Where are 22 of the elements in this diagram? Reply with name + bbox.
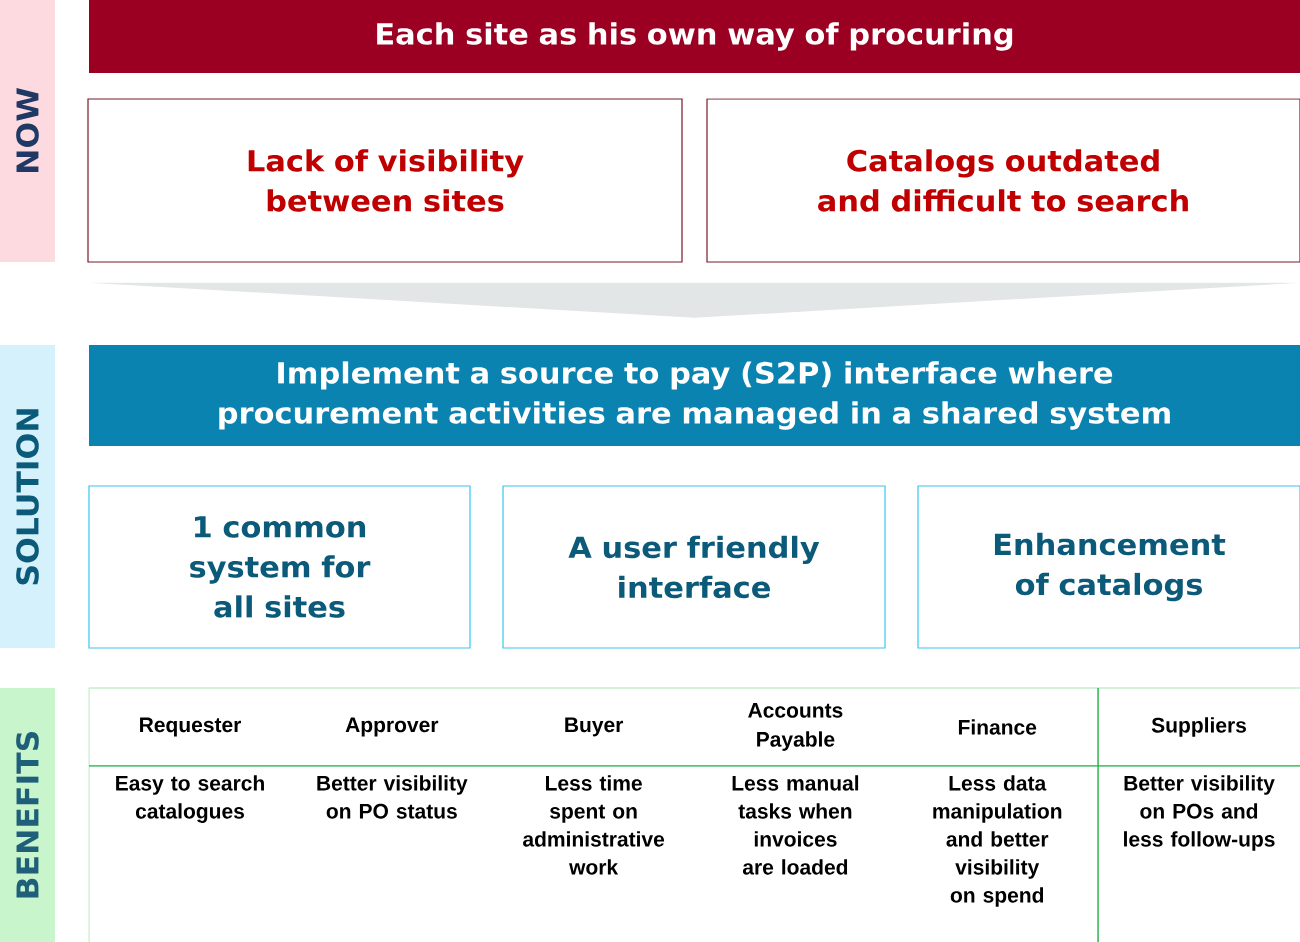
table-cell: Better visibility on POs and less follow-ups (1124, 775, 1275, 851)
topic-box: Enhancement of catalogs (917, 485, 1300, 649)
table-cell: Less time spent on administrative work (523, 775, 665, 875)
column-header: Requester (140, 717, 242, 737)
heading-bar: Each site as his own way of procuring (89, 0, 1300, 73)
table-cell: Better visibility on PO status (317, 775, 468, 819)
column-header: Finance (958, 719, 1037, 735)
section-band: BENEFITS (0, 688, 55, 942)
column-header: Accounts Payable (748, 703, 843, 751)
column-header: Approver (345, 717, 439, 737)
topic-box: Lack of visibility between sites (87, 98, 683, 263)
column-header: Suppliers (1151, 717, 1246, 737)
section-band: NOW (0, 0, 55, 262)
topic-box: A user friendly interface (502, 485, 886, 649)
column-header: Buyer (565, 717, 624, 737)
topic-box: Catalogs outdated and difficult to search (706, 98, 1300, 263)
topic-box: 1 common system for all sites (88, 485, 471, 649)
section-band: SOLUTION (0, 345, 55, 648)
heading-bar: Implement a source to pay (S2P) interface where procurement activities are managed in a shared system (89, 345, 1300, 446)
table-cell: Less data manipulation and better visibility on spend (933, 775, 1062, 907)
table-cell: Easy to search catalogues (116, 775, 264, 823)
table-cell: Less manual tasks when invoices are loaded (732, 775, 859, 875)
